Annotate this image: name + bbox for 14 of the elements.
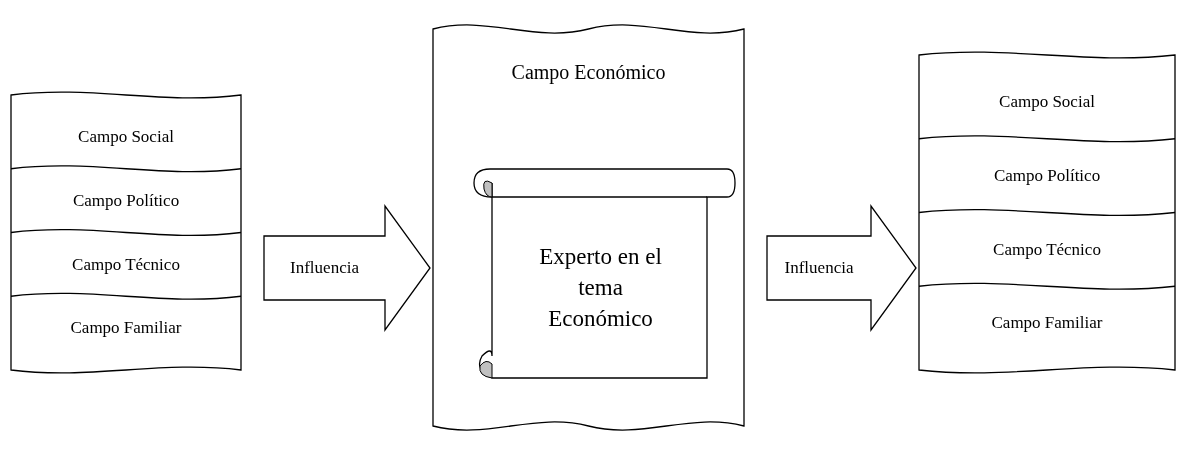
banner-section: Campo Técnico (10, 232, 242, 297)
block-arrow (263, 204, 431, 332)
banner-section: Campo Familiar (10, 296, 242, 360)
banner-section: Campo Político (918, 138, 1176, 213)
banner-section: Campo Político (10, 168, 242, 233)
scroll-text: Experto en el tema Económico (538, 242, 663, 333)
document-title: Campo Económico (511, 60, 666, 86)
block-arrow (766, 204, 917, 332)
edge-label: Influencia (784, 257, 854, 280)
banner-section: Campo Familiar (918, 286, 1176, 360)
edge-label: Influencia (290, 257, 359, 280)
banner-section: Campo Social (10, 105, 242, 169)
banner-section: Campo Social (918, 65, 1176, 139)
banner-section: Campo Técnico (918, 212, 1176, 287)
